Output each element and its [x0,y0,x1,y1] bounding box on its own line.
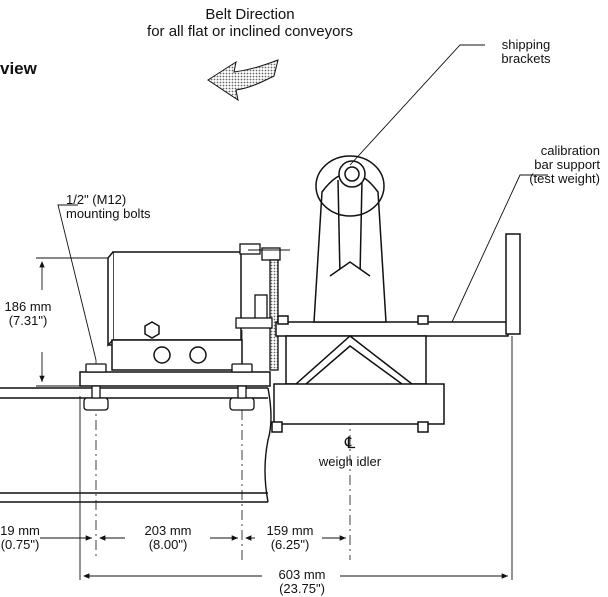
dim-603-mm: 603 mm [278,567,326,582]
calibration-line1: calibration [540,143,600,158]
dim-19-label: 19 mm (0.75") [0,524,40,552]
centerline-symbol: ℄ [344,435,356,452]
mounting-bolts-line2: mounting bolts [66,206,151,221]
dim-19-in: (0.75") [0,537,40,552]
dim-159-mm: 159 mm [266,523,314,538]
belt-direction-label: Belt Direction for all flat or inclined … [130,6,370,40]
dim-159-in: (6.25") [270,537,310,552]
height-in: (7.31") [8,313,48,328]
belt-direction-line2: for all flat or inclined conveyors [147,23,353,40]
page-title-fragment: view [0,59,37,78]
mounting-bolts-line1: 1/2" (M12) [66,192,127,207]
height-mm: 186 mm [4,299,52,314]
belt-direction-line1: Belt Direction [205,6,295,23]
weigh-idler-label: weigh idler [318,454,382,469]
mounting-plate [79,371,271,387]
dimension-lines [36,257,513,580]
dim-203-mm: 203 mm [144,523,192,538]
calibration-bar-label: calibration bar support (test weight) [500,144,600,186]
shipping-bracket-plate [235,243,281,371]
dim-159-label: 159 mm (6.25") [258,524,322,552]
dim-603-label: 603 mm (23.75") [264,568,340,596]
mounting-bolts-label: 1/2" (M12) mounting bolts [66,193,151,221]
belt-direction-arrow [207,59,279,102]
dim-203-label: 203 mm (8.00") [128,524,208,552]
calibration-line3: (test weight) [529,171,600,186]
shipping-brackets-line2: brackets [501,51,551,66]
dim-19-mm: 19 mm [0,523,40,538]
calibration-line2: bar support [534,157,600,172]
dim-203-in: (8.00") [148,537,188,552]
shipping-brackets-line1: shipping [501,37,551,52]
height-dimension-label: 186 mm (7.31") [0,300,56,328]
leader-lines [57,44,548,361]
idler-roll [313,155,387,323]
conveyor-stringer [0,387,272,503]
load-cell-body [107,251,243,371]
dim-603-in: (23.75") [279,581,325,596]
mounting-bolts [83,363,255,411]
shipping-brackets-label: shipping brackets [486,38,566,66]
weigh-idler [271,233,521,433]
